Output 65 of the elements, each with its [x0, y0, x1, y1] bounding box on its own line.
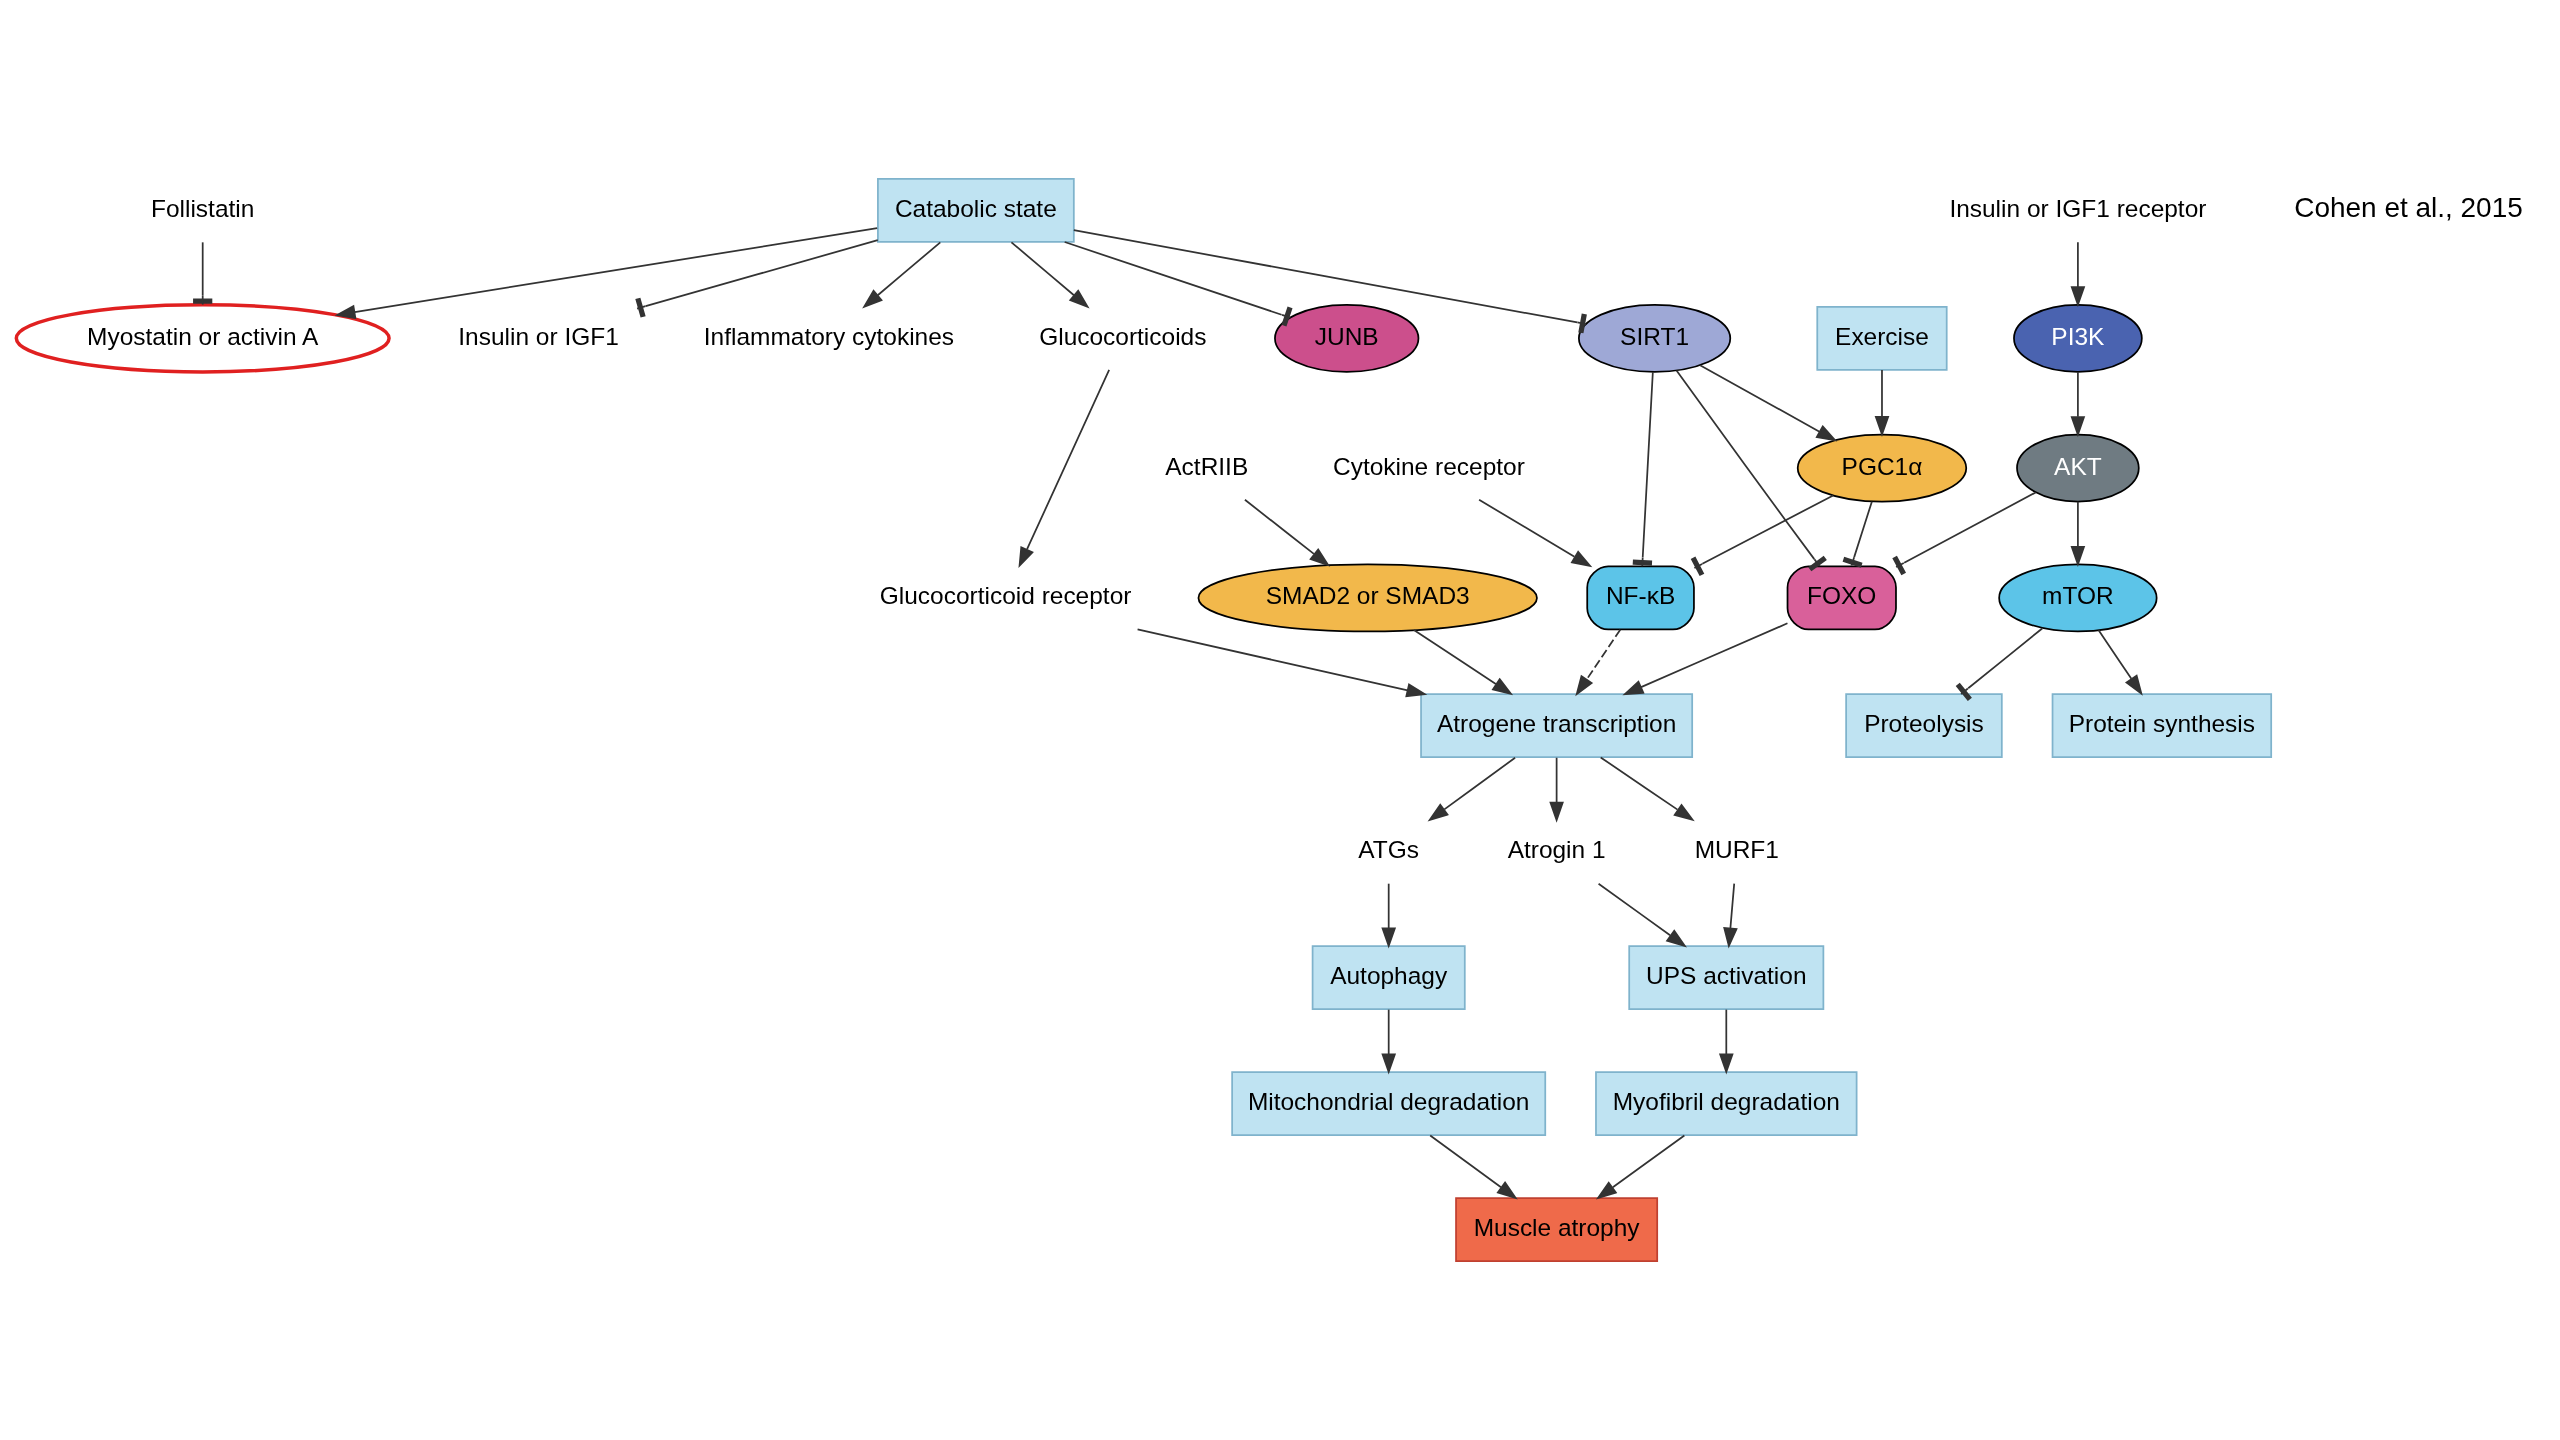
node-box: NF-κB	[1586, 565, 1695, 631]
arrow	[2070, 241, 2086, 308]
node-text: Cytokine receptor	[1333, 452, 1525, 480]
node-text: Inflammatory cytokines	[703, 322, 955, 350]
node-box: Muscle atrophy	[1455, 1197, 1659, 1262]
node-text: Follistatin	[151, 194, 255, 222]
node-text: MURF1	[1694, 836, 1779, 864]
node-text: Glucocorticoids	[1039, 322, 1207, 350]
arrow	[1599, 756, 1695, 822]
connector	[1063, 241, 1293, 327]
arrow	[1413, 629, 1514, 696]
node-box: FOXO	[1786, 565, 1897, 631]
arrow	[334, 227, 879, 320]
arrow	[1597, 882, 1687, 948]
node-text: Insulin or IGF1	[458, 322, 619, 350]
arrow	[1478, 498, 1593, 568]
node-ellipse: PI3K	[2013, 303, 2143, 373]
arrow	[1381, 882, 1397, 949]
arrow	[1010, 241, 1090, 309]
connector	[1955, 627, 2044, 701]
node-ellipse: AKT	[2016, 433, 2140, 503]
arrow	[1595, 1134, 1686, 1200]
arrow	[1381, 1008, 1397, 1075]
arrow	[2070, 500, 2086, 567]
arrow	[1699, 364, 1838, 442]
label: Cohen et al., 2015	[2294, 192, 2523, 224]
arrow	[2097, 629, 2143, 696]
connector	[1690, 494, 1834, 577]
node-box: Exercise	[1816, 305, 1948, 371]
node-box: Myofibril degradation	[1595, 1071, 1858, 1136]
arrow	[1136, 628, 1428, 698]
arrow	[1427, 756, 1516, 822]
arrow	[1549, 756, 1564, 823]
connector	[1632, 371, 1654, 568]
arrow	[1018, 369, 1110, 569]
arrow	[1622, 622, 1789, 696]
node-text: Atrogin 1	[1507, 836, 1606, 864]
node-ellipse: PGC1α	[1796, 433, 1968, 503]
connector	[635, 239, 879, 318]
connector	[193, 241, 213, 306]
node-box: Protein synthesis	[2051, 693, 2273, 759]
node-box: Proteolysis	[1845, 693, 2003, 759]
node-text: Insulin or IGF1 receptor	[1949, 194, 2207, 222]
arrow	[862, 241, 942, 309]
arrow	[1244, 498, 1331, 567]
connector	[1072, 229, 1587, 334]
arrow	[1718, 1008, 1734, 1075]
node-box: Catabolic state	[877, 178, 1075, 243]
arrow	[1874, 369, 1890, 438]
connector	[1892, 491, 2037, 576]
node-box: Autophagy	[1311, 945, 1466, 1010]
node-text: ATGs	[1358, 836, 1420, 864]
connector	[1675, 369, 1827, 572]
node-box: UPS activation	[1628, 945, 1825, 1010]
connector	[1842, 500, 1873, 568]
node-text: Glucocorticoid receptor	[879, 582, 1132, 610]
node-box: Mitochondrial degradation	[1231, 1071, 1547, 1136]
node-text: ActRIIB	[1165, 452, 1249, 480]
arrow	[1429, 1134, 1518, 1200]
arrow	[2070, 371, 2086, 438]
node-ellipse: SMAD2 or SMAD3	[1197, 563, 1538, 633]
node-ellipse: mTOR	[1998, 563, 2158, 633]
arrow	[1575, 628, 1622, 697]
node-box: Atrogene transcription	[1420, 693, 1694, 759]
arrow	[1723, 882, 1738, 949]
